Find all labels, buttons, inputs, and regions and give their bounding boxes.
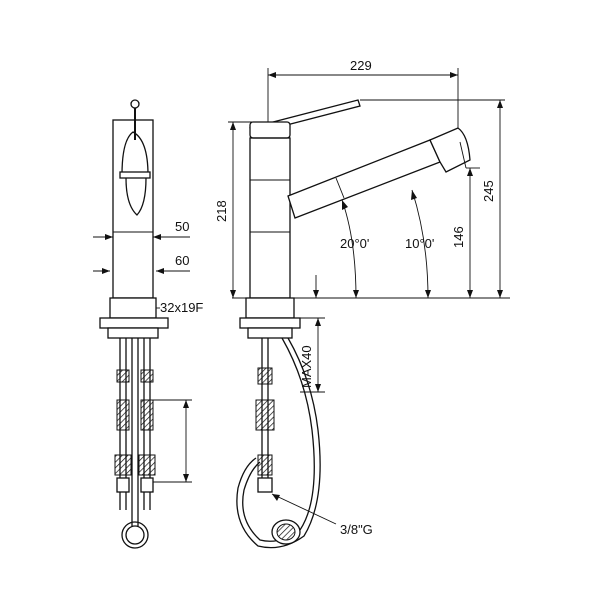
front-hose-weight-inner	[125, 525, 145, 545]
dim-218-arrow-bottom	[230, 290, 236, 298]
front-nut	[107, 327, 159, 339]
dim-angle-20-label: 20°0'	[340, 236, 369, 251]
front-fitting-4	[140, 399, 154, 431]
dim-angle-10-label: 10°0'	[405, 236, 434, 251]
dim-245-arrow-bottom	[497, 290, 503, 298]
front-fitting-7	[116, 477, 130, 493]
dim-small-marker-arrow	[313, 290, 319, 298]
dim-218-label: 218	[214, 200, 229, 222]
dim-max40-arrow-top	[315, 318, 321, 326]
dim-connection-arrow	[272, 494, 280, 501]
dim-thread-label: 32x19F	[160, 300, 203, 315]
dim-angle-10-arrow-bottom	[425, 290, 431, 298]
dim-60-label: 60	[175, 253, 189, 268]
front-fitting-8	[140, 477, 154, 493]
side-spray-head	[429, 127, 471, 173]
dim-50-right-arrowhead	[153, 234, 161, 240]
dim-50-label: 50	[175, 219, 189, 234]
dim-229-label: 229	[350, 58, 372, 73]
dim-245-label: 245	[481, 180, 496, 202]
dim-angle-10-arc	[411, 189, 429, 299]
front-fitting-2	[140, 369, 154, 383]
dim-146-arrow-bottom	[467, 290, 473, 298]
side-base	[245, 297, 295, 319]
front-washer	[99, 317, 169, 329]
front-fitting-5	[114, 454, 132, 476]
dim-connection-label: 3/8"G	[340, 522, 373, 537]
side-view: 229 245 218 146 20°0' 10°0'	[214, 58, 510, 549]
dim-50-left-arrowhead	[105, 234, 113, 240]
dim-hose-bottom-arrow	[183, 474, 189, 482]
front-weight-link	[131, 520, 139, 526]
front-base	[109, 297, 157, 319]
front-view: 50 60 32x19F	[93, 99, 203, 549]
side-fitting-3	[257, 454, 273, 476]
dim-connection-leader	[271, 493, 337, 525]
side-spout-joint	[335, 177, 345, 199]
dim-max40-label: MAX40	[299, 345, 314, 388]
front-spout-curve	[121, 131, 149, 176]
dim-hose-top-arrow	[183, 400, 189, 408]
front-aerator	[119, 171, 151, 179]
front-lever-knob	[130, 99, 140, 109]
side-hose-weight-core	[276, 523, 296, 541]
dim-angle-20-arrow-bottom	[353, 290, 359, 298]
front-fitting-3	[116, 399, 130, 431]
front-fitting-6	[138, 454, 156, 476]
dim-60-left-arrowhead	[102, 268, 110, 274]
side-cartridge-cap	[249, 121, 291, 139]
side-nut	[247, 327, 293, 339]
side-fitting-2	[255, 399, 275, 431]
dim-146-arrow-top	[467, 168, 473, 176]
dim-229-arrow-left	[268, 72, 276, 78]
dim-max40-arrow-bottom	[315, 384, 321, 392]
side-washer	[239, 317, 301, 329]
side-fitting-4	[257, 477, 273, 493]
dim-146-label: 146	[451, 226, 466, 248]
dim-245-arrow-top	[497, 100, 503, 108]
dim-218-arrow-top	[230, 122, 236, 130]
front-body	[112, 119, 154, 299]
front-spout-opening	[125, 177, 147, 216]
dim-60-right-arrowhead	[156, 268, 164, 274]
side-head-joint	[429, 139, 441, 163]
dim-229-arrow-right	[450, 72, 458, 78]
dim-angle-10-arrow	[411, 190, 417, 200]
front-fitting-1	[116, 369, 130, 383]
side-head-face	[459, 141, 467, 169]
dim-angle-20-arrow	[342, 200, 348, 210]
front-hose-weight	[121, 521, 149, 549]
side-body	[249, 137, 291, 299]
side-fitting-1	[257, 367, 273, 385]
